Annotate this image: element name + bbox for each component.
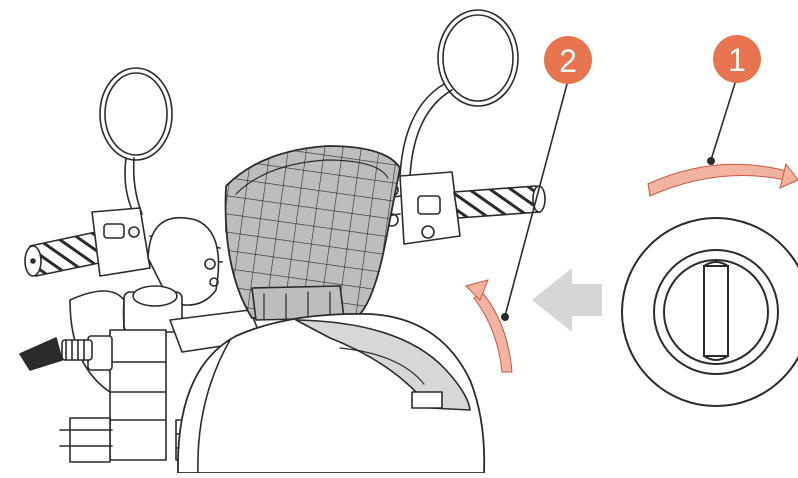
left-grip — [25, 208, 150, 276]
left-indicator — [20, 338, 92, 370]
scooter-illustration — [20, 10, 545, 473]
step-2-rotation-arc — [466, 84, 567, 372]
right-grip — [386, 172, 545, 244]
left-mirror — [100, 68, 172, 214]
step-2-badge: 2 — [544, 36, 592, 84]
step-1-number: 1 — [728, 42, 746, 78]
step-1-badge: 1 — [713, 35, 761, 83]
step-1-rotation-arc — [648, 80, 798, 196]
right-mirror — [400, 10, 518, 176]
ignition-lock — [622, 218, 798, 406]
step-2-number: 2 — [559, 43, 577, 79]
left-arrow-icon — [532, 268, 602, 332]
storage-compartment — [226, 146, 400, 320]
